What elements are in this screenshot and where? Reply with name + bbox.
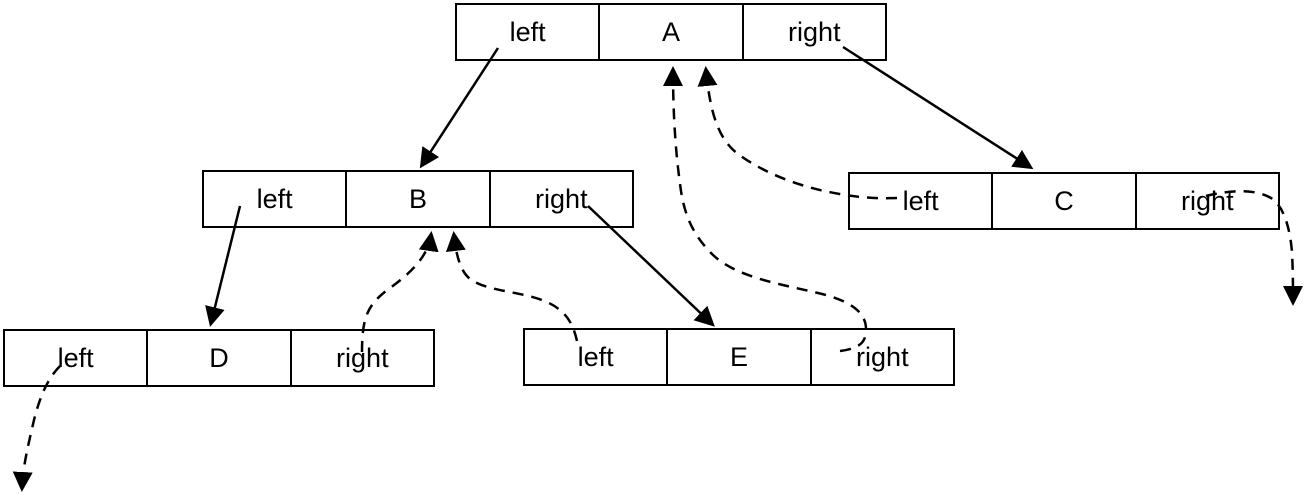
node-B-left-pointer-cell: left (204, 172, 345, 226)
node-E-value: E (729, 341, 748, 372)
node-E-value-cell: E (666, 330, 809, 384)
node-C-left-pointer-cell: left (850, 174, 991, 228)
edge-e-left-thread-to-b (445, 231, 579, 342)
node-B: left B right (202, 170, 634, 228)
node-C-right-label: right (1181, 185, 1234, 216)
node-D-value: D (209, 342, 229, 373)
node-A-value-cell: A (598, 5, 741, 59)
node-E-right-pointer-cell: right (809, 330, 953, 384)
edge-e-right-thread-to-a (663, 66, 868, 353)
node-C-right-pointer-cell: right (1134, 174, 1278, 228)
node-B-value: B (408, 183, 427, 214)
node-A-right-pointer-cell: right (741, 5, 885, 59)
node-E: left E right (523, 328, 955, 386)
node-A: left A right (455, 3, 887, 61)
node-D-left-label: left (57, 342, 94, 373)
node-D-right-label: right (336, 342, 389, 373)
node-B-left-label: left (256, 183, 293, 214)
node-D-left-pointer-cell: left (5, 331, 146, 385)
node-C: left C right (848, 172, 1280, 230)
node-C-left-label: left (902, 185, 939, 216)
edge-a-right-to-c (842, 45, 1034, 170)
node-C-value: C (1054, 185, 1074, 216)
node-A-right-label: right (788, 16, 841, 47)
node-A-value: A (661, 16, 680, 47)
node-C-value-cell: C (991, 174, 1134, 228)
node-E-right-label: right (856, 341, 909, 372)
node-D-value-cell: D (146, 331, 289, 385)
node-E-left-pointer-cell: left (525, 330, 666, 384)
node-E-left-label: left (577, 341, 614, 372)
node-D: left D right (3, 329, 435, 387)
node-D-right-pointer-cell: right (289, 331, 433, 385)
node-A-left-label: left (509, 16, 546, 47)
node-A-left-pointer-cell: left (457, 5, 598, 59)
edge-a-left-to-b (419, 47, 500, 169)
node-B-value-cell: B (345, 172, 488, 226)
node-B-right-pointer-cell: right (488, 172, 632, 226)
node-B-right-label: right (535, 183, 588, 214)
